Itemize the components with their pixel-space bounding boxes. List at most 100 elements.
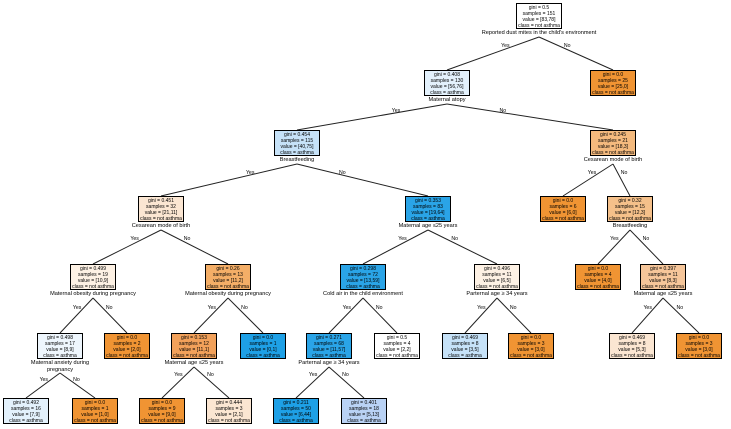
node-stat-line: gini = 0.0 [520, 335, 542, 341]
node-stat-line: gini = 0.153 [181, 335, 207, 341]
edge-label-yes: Yes [207, 304, 217, 311]
node-stat-line: value = [2,1] [215, 412, 243, 418]
node-stat-line: samples = 13 [213, 272, 243, 278]
node-stat-line: gini = 0.0 [151, 400, 173, 406]
node-stat-line: class = asthma [346, 284, 380, 290]
tree-edge [662, 297, 700, 334]
node-stat-line: samples = 151 [522, 11, 556, 17]
node-stat-line: samples = 72 [348, 272, 378, 278]
edge-label-yes: Yes [342, 304, 352, 311]
node-stat-line: gini = 0.211 [283, 400, 309, 406]
tree-edge [92, 297, 128, 334]
node-stat-line: class = asthma [347, 418, 381, 424]
node-stat-line: value = [2,2] [383, 347, 411, 353]
edge-label-yes: Yes [610, 236, 619, 243]
node-stat-line: gini = 0.408 [434, 72, 460, 78]
node-stat-line: value = [5,13] [348, 412, 380, 418]
node-stat-line: samples = 25 [598, 78, 628, 84]
edge-label-no: No [676, 304, 684, 311]
node-stat-line: samples = 50 [281, 406, 311, 412]
node-stat-line: class = not asthma [642, 284, 684, 290]
node-stat-line: value = [7,9] [12, 412, 40, 418]
edge-label-no: No [620, 169, 628, 176]
node-stat-line: class = asthma [279, 418, 313, 424]
tree-edge [295, 366, 330, 399]
node-stat-line: samples = 4 [584, 272, 612, 278]
node-stat-line: value = [11,1] [179, 347, 209, 353]
edge-label-no: No [642, 236, 650, 243]
node-stat-line: class = not asthma [376, 353, 418, 359]
node-stat-line: gini = 0.469 [619, 335, 645, 341]
tree-edge [296, 163, 429, 197]
node-stat-line: samples = 18 [349, 406, 379, 412]
edge-label-yes: Yes [391, 107, 401, 114]
node-stat-line: gini = 0.0 [587, 266, 609, 272]
node-stat-line: gini = 0.454 [284, 132, 310, 138]
node-stat-line: gini = 0.499 [80, 266, 106, 272]
node-stat-line: value = [83,78] [522, 17, 556, 23]
edge-label-yes: Yes [477, 304, 486, 311]
tree-edge [296, 103, 448, 131]
node-stat-line: samples = 4 [383, 341, 411, 347]
edge-label-yes: Yes [174, 372, 183, 379]
node-stat-line: gini = 0.451 [148, 198, 174, 204]
node-stat-line: gini = 0.0 [688, 335, 710, 341]
node-stat-line: gini = 0.32 [618, 198, 642, 204]
node-stat-line: samples = 21 [598, 138, 628, 144]
node-stat-line: value = [13,59] [346, 278, 380, 284]
tree-edge [446, 103, 614, 131]
edge-label-yes: Yes [501, 42, 510, 49]
tree-edge [538, 36, 614, 71]
node-stat-line: samples = 12 [179, 341, 209, 347]
node-stat-line: gini = 0.271 [316, 335, 342, 341]
node-stat-line: samples = 2 [113, 341, 141, 347]
node-stat-line: value = [40,75] [280, 144, 314, 150]
split-label: Cesarean mode of birth [131, 223, 191, 229]
node-stat-line: samples = 1 [249, 341, 277, 347]
split-label: Maternal obesity during pregnancy [185, 291, 271, 297]
node-stat-line: value = [0,1] [249, 347, 277, 353]
node-stat-line: samples = 17 [45, 341, 75, 347]
node-stat-line: value = [56,76] [430, 84, 464, 90]
node-stat-line: samples = 32 [146, 204, 176, 210]
node-stat-line: value = [21,11] [144, 210, 178, 216]
edge-label-yes: Yes [308, 372, 318, 379]
node-stat-line: samples = 3 [215, 406, 243, 412]
edge-label-no: No [207, 372, 214, 379]
split-label: Reported dust mites in the child's envir… [481, 30, 597, 36]
tree-edge [227, 297, 264, 334]
node-stat-line: value = [3,0] [685, 347, 713, 353]
tree-edge [160, 163, 298, 197]
node-stat-line: class = not asthma [592, 150, 634, 156]
node-stat-line: value = [12,3] [614, 210, 646, 216]
edge-label-no: No [375, 304, 383, 311]
node-stat-line: class = asthma [43, 353, 77, 359]
tree-edge [59, 372, 96, 399]
node-stat-line: samples = 3 [685, 341, 713, 347]
node-stat-line: samples = 8 [451, 341, 479, 347]
node-stat-line: samples = 11 [482, 272, 512, 278]
edge-label-yes: Yes [398, 236, 407, 243]
node-stat-line: samples = 68 [314, 341, 344, 347]
edge-label-no: No [241, 304, 248, 311]
node-stat-line: samples = 9 [148, 406, 176, 412]
node-stat-line: samples = 1 [81, 406, 109, 412]
node-stat-line: class = asthma [280, 150, 314, 156]
split-label: Cesarean mode of birth [583, 157, 643, 163]
split-label: Breastfeeding [279, 157, 315, 163]
node-stat-line: class = not asthma [106, 353, 148, 359]
edge-label-no: No [183, 236, 191, 243]
node-stat-line: value = [4,0] [584, 278, 612, 284]
node-stat-line: class = not asthma [609, 216, 651, 222]
